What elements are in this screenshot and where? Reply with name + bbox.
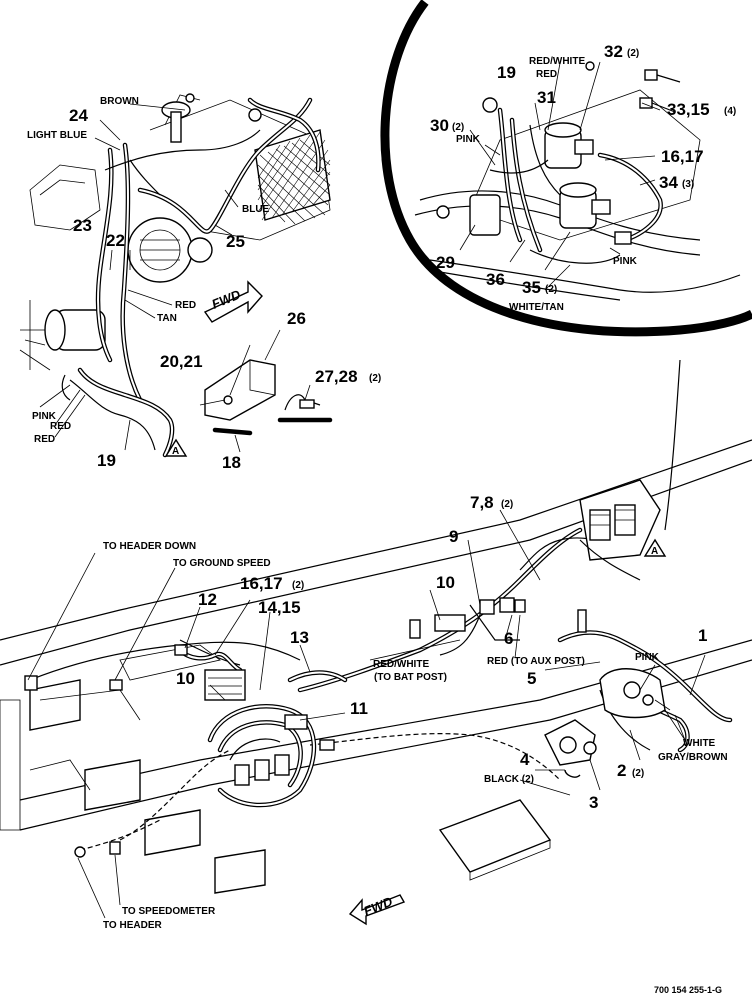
callout-24: 24 xyxy=(69,106,88,125)
callout-32: 32 xyxy=(604,42,623,61)
cable-clamp xyxy=(277,394,333,423)
svg-text:(2): (2) xyxy=(627,48,639,59)
relay-assembly xyxy=(544,719,597,778)
mounting-bracket xyxy=(199,359,276,421)
label-to-speedometer: TO SPEEDOMETER xyxy=(122,906,216,917)
callout-12: 12 xyxy=(198,590,217,609)
svg-text:(3): (3) xyxy=(682,179,694,190)
bolt-icon xyxy=(639,97,676,113)
frame-view: A xyxy=(0,439,752,919)
callout-7-8: 7,8 xyxy=(470,493,494,512)
svg-text:(4): (4) xyxy=(724,106,736,117)
label-tan: TAN xyxy=(157,313,177,324)
bolt-icon xyxy=(644,69,681,83)
starter-motor xyxy=(19,300,106,371)
label-black-2: BLACK (2) xyxy=(484,774,534,785)
callout-26: 26 xyxy=(287,309,306,328)
callout-13: 13 xyxy=(290,628,309,647)
callout-5: 5 xyxy=(527,669,536,688)
callout-10-upper: 10 xyxy=(436,573,455,592)
callout-36: 36 xyxy=(486,270,505,289)
label-gray-brown: GRAY/BROWN xyxy=(658,752,728,763)
solenoid-lower xyxy=(559,182,611,229)
drawing-number: 700 154 255-1-G xyxy=(654,985,722,995)
callout-19-detail: 19 xyxy=(497,63,516,82)
label-red-aux: RED (TO AUX POST) xyxy=(487,656,585,667)
callout-14-15: 14,15 xyxy=(258,598,301,617)
label-white-tan: WHITE/TAN xyxy=(509,302,564,313)
connector-a-label: A xyxy=(172,446,179,457)
label-white: WHITE xyxy=(683,738,716,749)
label-to-bat-post: (TO BAT POST) xyxy=(374,672,447,683)
label-red-b: RED xyxy=(50,421,71,432)
callout-18: 18 xyxy=(222,453,241,472)
callout-labels: 1 2 (2) 3 4 5 6 7,8 (2) 9 10 10 11 12 13… xyxy=(69,42,736,812)
callout-4: 4 xyxy=(520,750,530,769)
label-red-white-bat: RED/WHITE xyxy=(373,659,429,670)
callout-16-17-lower: 16,17 xyxy=(240,574,283,593)
tie-strap xyxy=(212,427,253,436)
callout-3: 3 xyxy=(589,793,598,812)
label-red-white-detail: RED/WHITE xyxy=(529,56,585,67)
label-to-ground-speed: TO GROUND SPEED xyxy=(173,558,271,569)
label-to-header: TO HEADER xyxy=(103,920,162,931)
fwd-arrow-lower: FWD xyxy=(348,894,406,926)
svg-text:(2): (2) xyxy=(292,580,304,591)
alternator xyxy=(127,217,213,283)
svg-text:(2): (2) xyxy=(632,768,644,779)
svg-text:FWD: FWD xyxy=(362,894,396,919)
callout-19-engine: 19 xyxy=(97,451,116,470)
svg-text:(2): (2) xyxy=(452,122,464,133)
callout-10-lower: 10 xyxy=(176,669,195,688)
callout-6: 6 xyxy=(504,629,513,648)
battery-solenoid-assembly xyxy=(579,479,661,561)
label-pink-right: PINK xyxy=(635,652,660,663)
svg-text:(2): (2) xyxy=(545,284,557,295)
callout-16-17-detail: 16,17 xyxy=(661,147,704,166)
callout-11: 11 xyxy=(350,699,368,718)
label-red: RED xyxy=(175,300,196,311)
label-to-header-down: TO HEADER DOWN xyxy=(103,541,196,552)
callout-23: 23 xyxy=(73,216,92,235)
callout-30: 30 xyxy=(430,116,449,135)
callout-22: 22 xyxy=(106,231,125,250)
callout-25: 25 xyxy=(226,232,245,251)
callout-34: 34 xyxy=(659,173,678,192)
svg-text:(2): (2) xyxy=(369,373,381,384)
label-light-blue: LIGHT BLUE xyxy=(27,130,87,141)
label-blue: BLUE xyxy=(242,204,270,215)
callout-29: 29 xyxy=(436,253,455,272)
callout-33-15: 33,15 xyxy=(667,100,710,119)
callout-35: 35 xyxy=(522,278,541,297)
callout-20-21: 20,21 xyxy=(160,352,203,371)
label-red-c: RED xyxy=(34,434,55,445)
callout-27-28: 27,28 xyxy=(315,367,358,386)
callout-9: 9 xyxy=(449,527,458,546)
callout-1: 1 xyxy=(698,626,707,645)
solenoid-upper xyxy=(544,122,594,169)
starter-lower xyxy=(599,668,666,719)
svg-text:A: A xyxy=(651,546,658,557)
label-pink: PINK xyxy=(32,411,57,422)
callout-2: 2 xyxy=(617,761,626,780)
engine-view: A xyxy=(19,93,333,458)
wire-labels: BROWN LIGHT BLUE BLUE RED TAN PINK RED R… xyxy=(27,56,728,931)
radiator-grille xyxy=(254,129,331,225)
label-red-detail: RED xyxy=(536,69,557,80)
connector-a-lower: A xyxy=(643,538,667,557)
harness-bundle xyxy=(207,704,335,808)
label-brown: BROWN xyxy=(100,96,139,107)
fwd-arrow-upper: FWD xyxy=(203,280,263,323)
svg-text:(2): (2) xyxy=(501,499,513,510)
connector-a-upper: A xyxy=(164,438,188,457)
callout-31: 31 xyxy=(537,88,556,107)
detail-view-circle xyxy=(380,0,752,531)
label-pink-detail: PINK xyxy=(456,134,481,145)
label-pink-detail-2: PINK xyxy=(613,256,638,267)
